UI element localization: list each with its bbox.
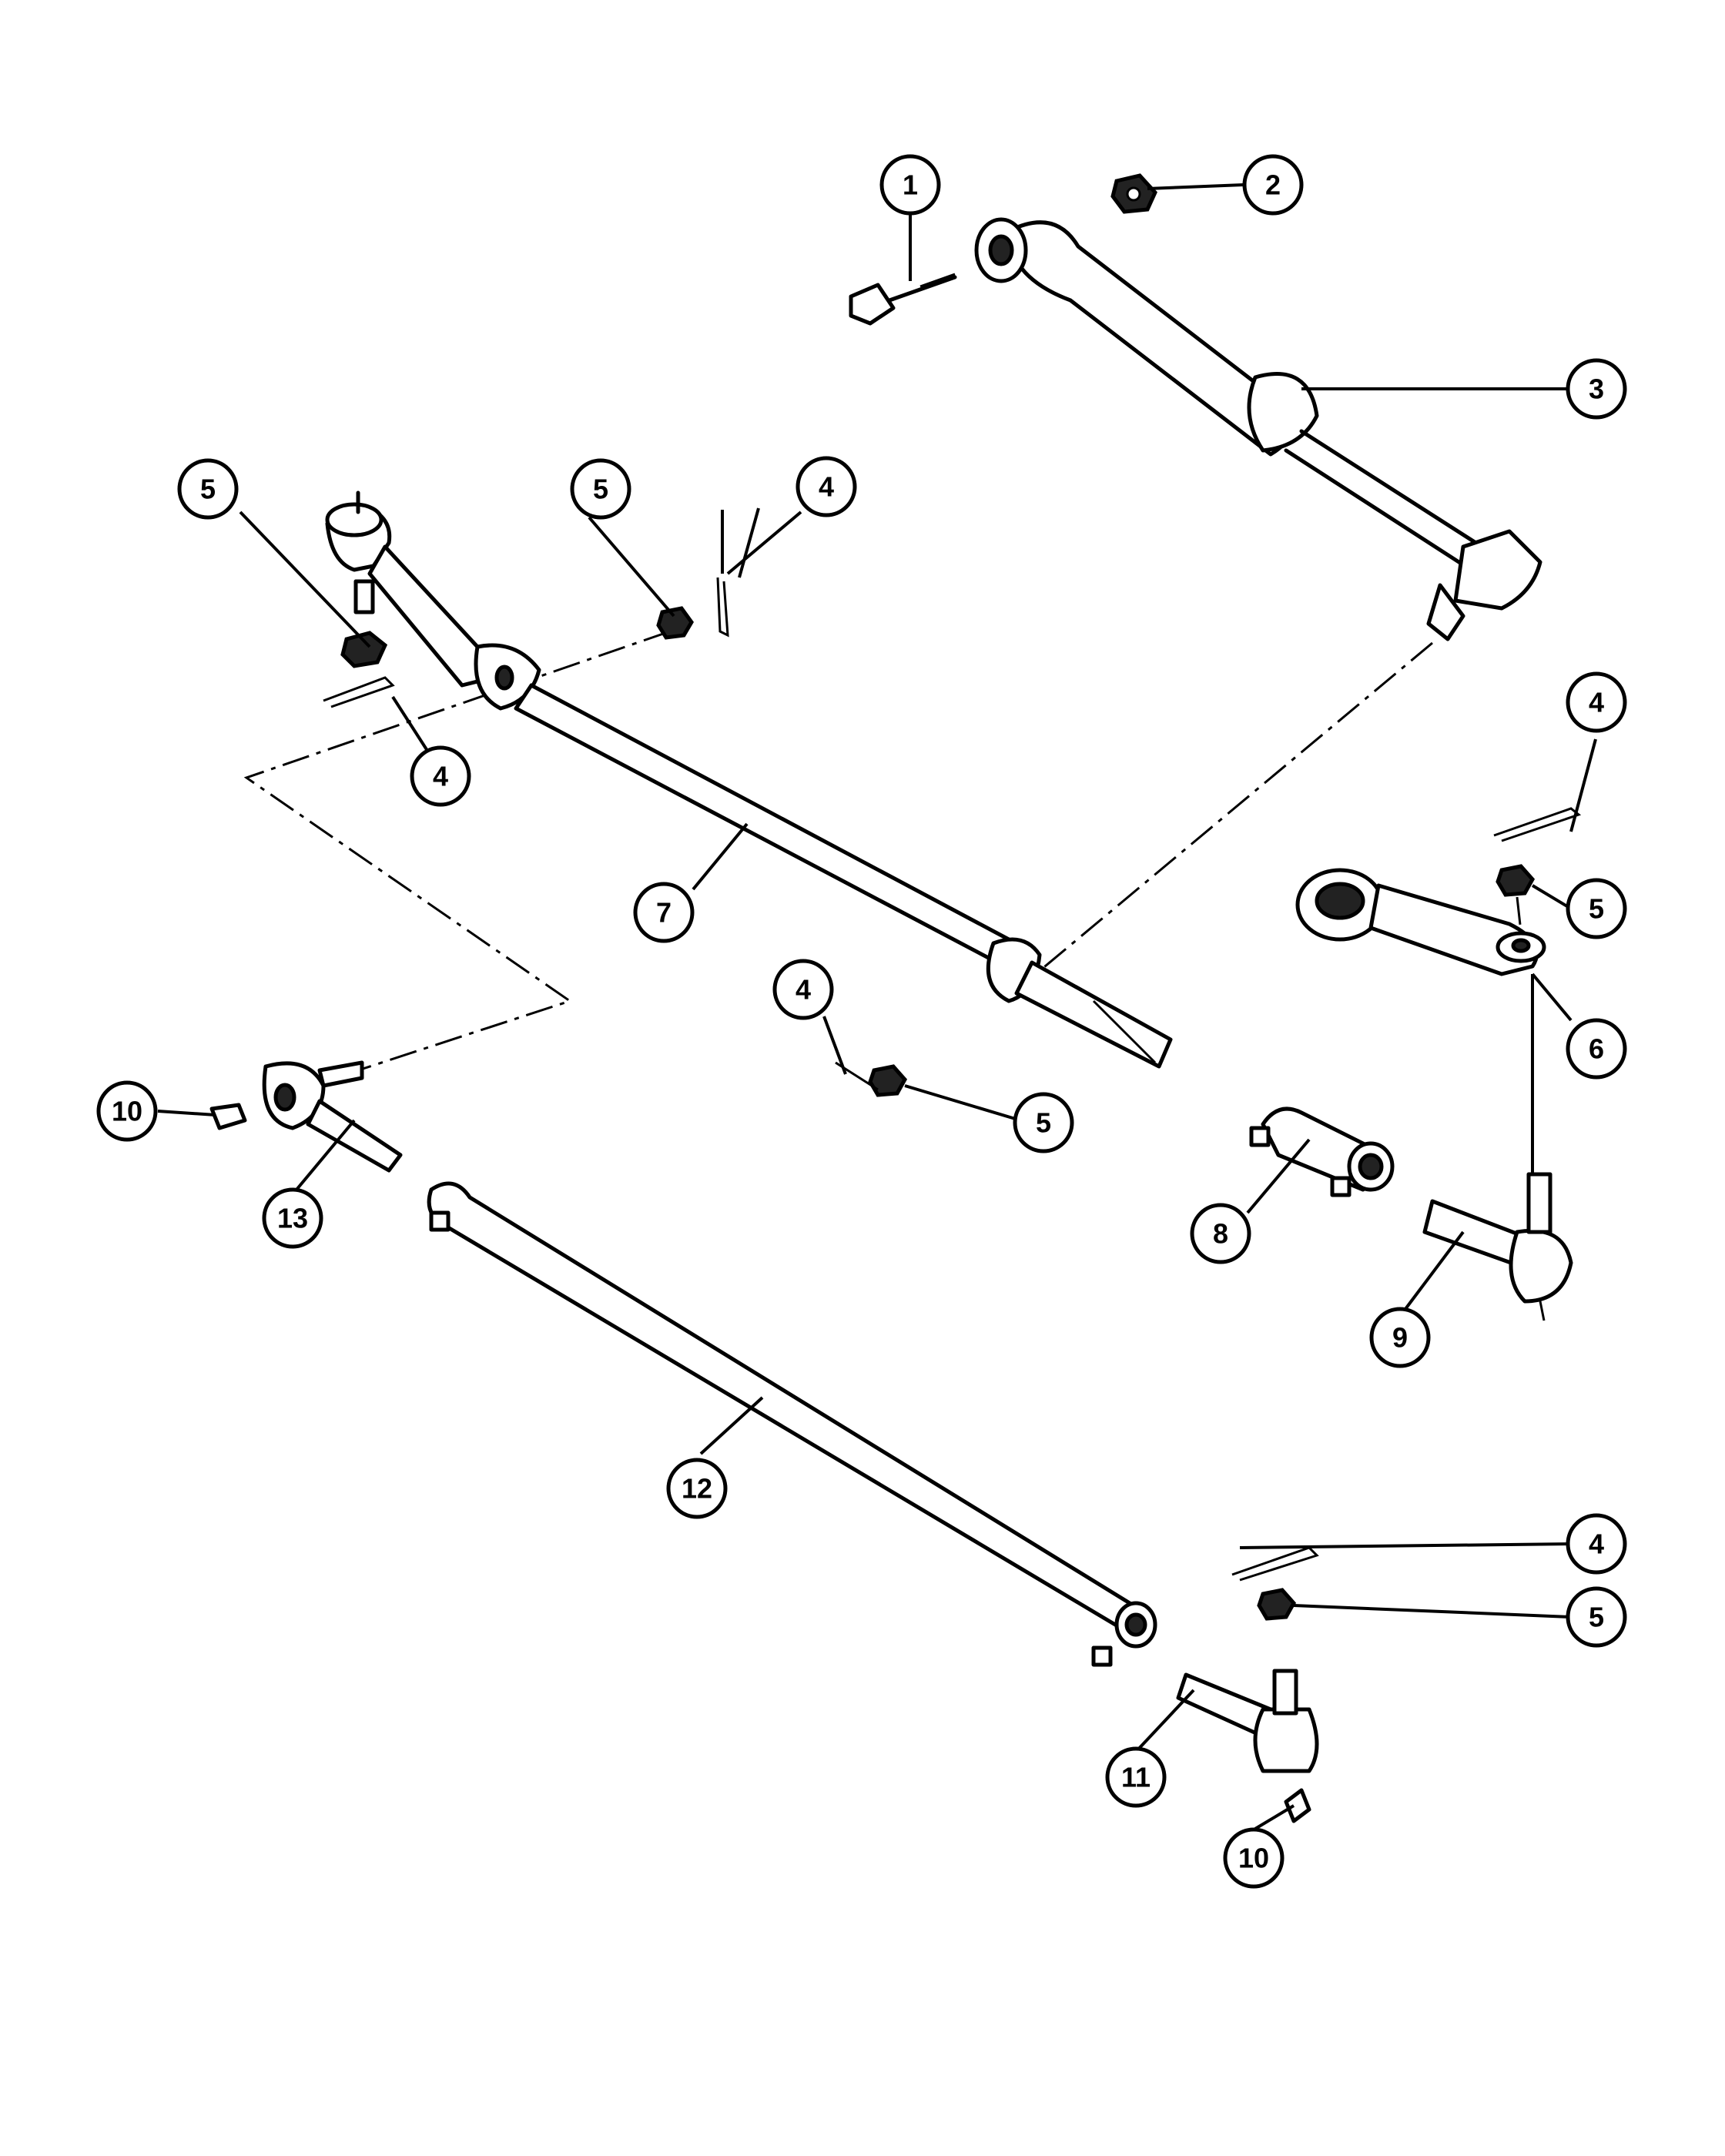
damper-nut [1110,173,1157,214]
pitman-arm [1295,868,1546,976]
castle-nuts [340,606,1536,1621]
svg-text:5: 5 [1036,1107,1051,1139]
tie-rod-end-right [1422,1172,1573,1321]
adjusting-sleeve [1249,1106,1395,1197]
svg-text:4: 4 [433,761,448,792]
callout-8: 8 [1190,1203,1251,1264]
callout-12: 12 [666,1458,728,1519]
svg-text:5: 5 [593,474,608,505]
callout-6: 6 [1566,1018,1627,1080]
callout-3: 3 [1566,358,1627,420]
svg-text:4: 4 [796,974,811,1006]
grease-fitting-right [1284,1788,1311,1823]
callout-4-top-center: 4 [796,456,857,517]
callout-10-left: 10 [96,1080,158,1142]
svg-text:1: 1 [903,169,918,201]
svg-text:10: 10 [1238,1843,1269,1874]
svg-text:9: 9 [1392,1322,1408,1354]
callout-2: 2 [1242,154,1304,216]
callout-9: 9 [1369,1307,1431,1368]
svg-text:5: 5 [1589,1602,1604,1633]
assembly-guide-lines [243,630,1522,1072]
tie-rod-end-left [262,1060,403,1173]
svg-text:13: 13 [277,1203,308,1234]
callout-4-top-left: 4 [410,745,471,807]
cotter-pins [323,577,1582,1582]
svg-text:6: 6 [1589,1033,1604,1065]
callout-5-right: 5 [1566,878,1627,939]
callout-5-bottom: 5 [1566,1586,1627,1648]
center-link [325,490,1173,1069]
svg-text:5: 5 [200,474,216,505]
svg-text:3: 3 [1589,373,1604,405]
svg-text:4: 4 [1589,687,1604,718]
tie-rod-end-bottom [1176,1669,1319,1773]
svg-text:8: 8 [1213,1218,1228,1250]
svg-text:7: 7 [656,897,672,929]
callout-4-bottom: 4 [1566,1513,1627,1575]
svg-text:11: 11 [1121,1762,1151,1793]
svg-text:12: 12 [682,1473,712,1505]
svg-text:2: 2 [1265,169,1281,201]
callout-13: 13 [262,1187,323,1249]
damper-bolt [849,273,957,326]
svg-text:5: 5 [1589,893,1604,925]
callout-1: 1 [879,154,941,216]
callout-4-middle: 4 [772,959,834,1020]
steering-damper [974,217,1542,641]
svg-text:10: 10 [112,1096,142,1127]
callout-11: 11 [1105,1746,1167,1808]
callout-5-top-left: 5 [177,458,239,520]
svg-text:4: 4 [819,471,834,503]
leader-lines [157,183,1597,1830]
tie-rod [427,1181,1157,1667]
callout-4-right: 4 [1566,671,1627,733]
callout-10-bottom: 10 [1223,1827,1285,1889]
callout-5-top-center: 5 [570,458,631,520]
callout-5-middle: 5 [1013,1092,1074,1153]
svg-text:4: 4 [1589,1528,1604,1560]
callout-7: 7 [633,882,695,943]
grease-fitting-left [209,1103,247,1130]
